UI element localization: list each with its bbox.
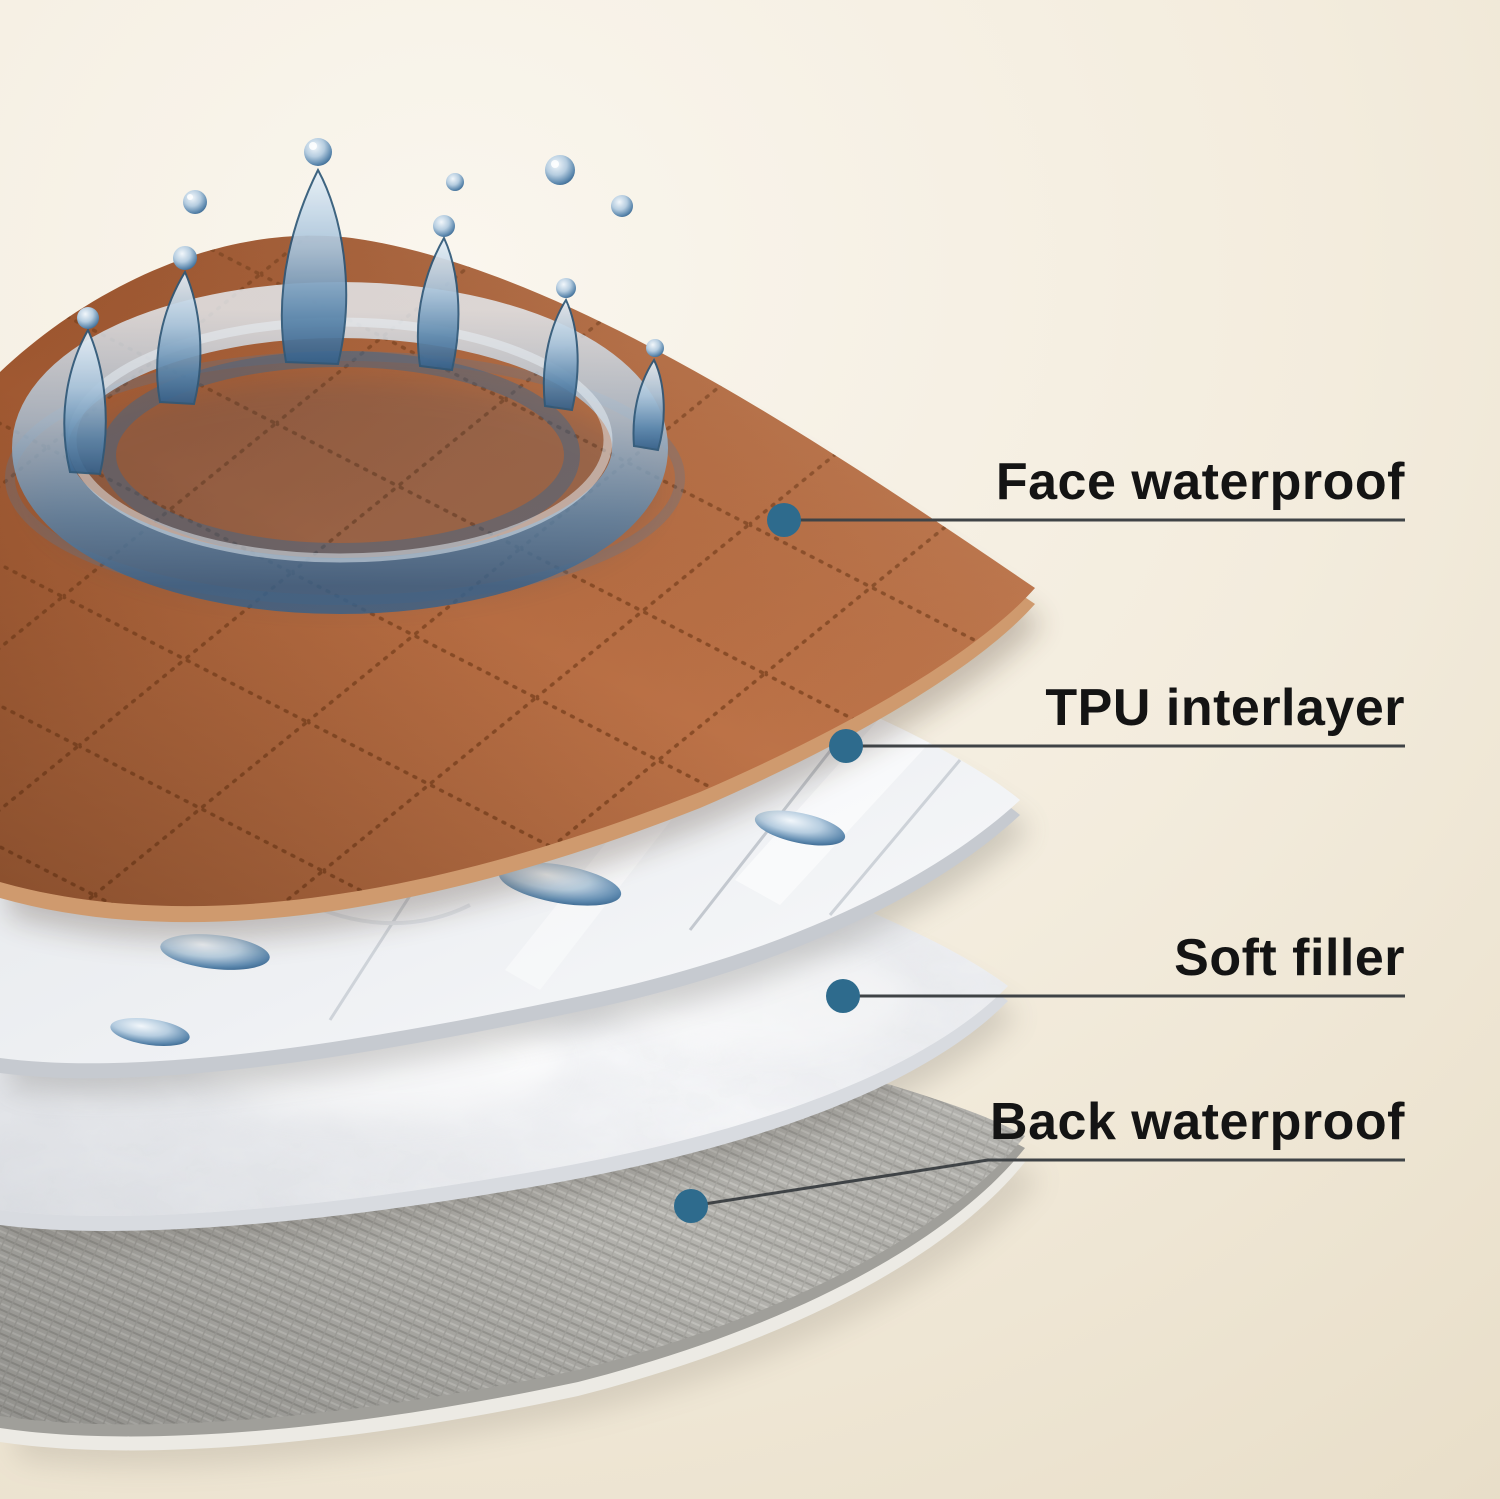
callout-dot-soft (826, 979, 860, 1013)
callout-lines (690, 518, 1405, 1208)
callout-line-back (690, 1158, 1405, 1208)
water-droplet (173, 246, 197, 270)
callout-dot-back (674, 1189, 708, 1223)
label-face-waterproof: Face waterproof (995, 453, 1405, 511)
water-droplet (183, 190, 207, 214)
label-soft-filler: Soft filler (1174, 929, 1405, 987)
tpu-water-droplets (110, 810, 846, 1047)
water-droplet (304, 138, 332, 166)
water-droplet (611, 195, 633, 217)
callout-dot-face (767, 503, 801, 537)
label-back-waterproof: Back waterproof (990, 1093, 1405, 1151)
water-droplet (754, 810, 846, 846)
label-tpu-interlayer: TPU interlayer (1045, 679, 1405, 737)
water-droplet (433, 215, 455, 237)
water-droplet (556, 278, 576, 298)
water-splash (5, 138, 685, 614)
water-droplet (545, 155, 575, 185)
callout-dot-tpu (829, 729, 863, 763)
callout-dots (674, 503, 863, 1223)
water-droplet (77, 307, 99, 329)
water-droplet (646, 339, 664, 357)
water-droplet (160, 934, 270, 970)
splash-droplets (77, 138, 664, 357)
droplet-highlights (187, 142, 559, 200)
water-droplet (110, 1017, 190, 1047)
water-droplet (446, 173, 464, 191)
splash-spikes (63, 167, 665, 476)
